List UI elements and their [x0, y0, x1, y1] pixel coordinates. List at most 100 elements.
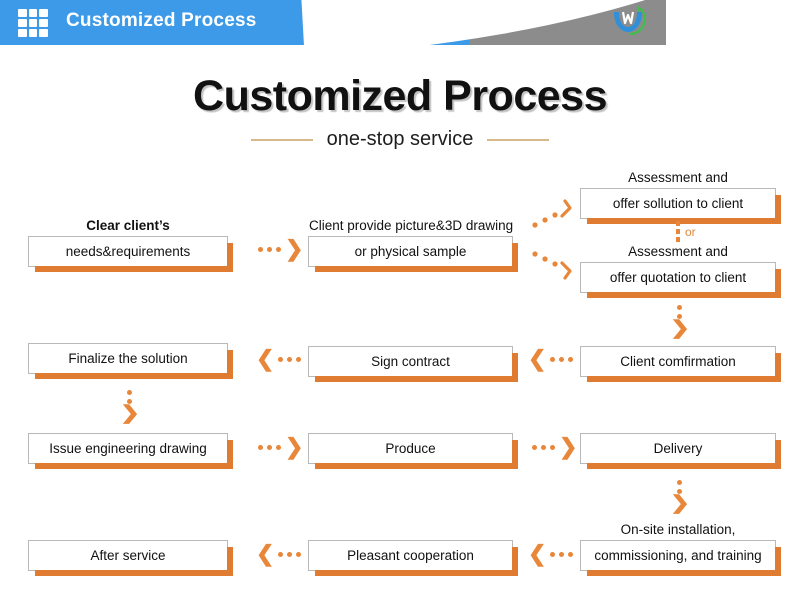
flow-node-sign-contract[interactable]: Sign contract [308, 346, 518, 382]
arrow-head-down-icon: ❯ [670, 493, 690, 514]
arrow-head-left-icon: ❮ [528, 541, 547, 566]
arrow-head-left-icon: ❮ [528, 346, 547, 371]
arrow-dot [127, 399, 133, 404]
arrow-dot [550, 444, 555, 450]
node-label: Sign contract [371, 354, 450, 369]
arrow-confirmation-to-sign: ❮ [528, 346, 574, 371]
arrow-dot [677, 305, 683, 310]
flow-node-finalize[interactable]: Finalize the solution [28, 343, 233, 379]
node-label: offer quotation to client [609, 270, 747, 285]
grid-cell [39, 29, 48, 37]
flow-node-delivery[interactable]: Delivery [580, 433, 781, 469]
arrow-onsite-to-pleasant: ❮ [528, 541, 574, 566]
flow-node-produce[interactable]: Produce [308, 433, 518, 469]
arrow-dot [267, 444, 272, 450]
or-label: or [685, 224, 696, 239]
arrow-head-right-icon: ❯ [285, 236, 304, 261]
arrow-produce-to-delivery: ❯ [532, 434, 578, 459]
flow-node-engineering-drawing[interactable]: Issue engineering drawing [28, 433, 233, 469]
flow-node-picture[interactable]: Client provide picture&3D drawing or phy… [308, 218, 518, 272]
node-label: After service [90, 548, 166, 563]
flow-node-quotation[interactable]: Assessment and offer quotation to client [580, 244, 781, 298]
subtitle-row: one-stop service [0, 128, 800, 151]
arrow-sign-to-finalize: ❮ [256, 346, 302, 371]
or-divider: or [676, 221, 696, 242]
node-box: Clear client’s needs&requirements [28, 218, 233, 272]
arrow-dot [296, 551, 302, 557]
arrow-dot [568, 551, 574, 557]
node-label: Delivery [653, 441, 703, 456]
node-label: commissioning, and training [594, 548, 762, 563]
arrow-picture-to-solution [531, 198, 579, 232]
arrow-head-left-icon: ❮ [256, 346, 275, 371]
or-dot [676, 237, 680, 242]
flow-node-pleasant-cooperation[interactable]: Pleasant cooperation [308, 540, 518, 576]
grid-cell [28, 19, 38, 27]
flow-node-after-service[interactable]: After service [28, 540, 233, 576]
subtitle-rule-right [487, 138, 550, 141]
grid-cell [28, 29, 38, 37]
grid-cell [18, 9, 27, 17]
or-dotted-line [676, 221, 680, 242]
arrow-dot [559, 356, 565, 362]
page-title: Customized Process [193, 72, 607, 120]
header-title: Customized Process [66, 10, 257, 31]
node-label: Produce [385, 441, 436, 456]
or-dot [676, 221, 680, 226]
arrow-dot [258, 246, 263, 252]
arrow-dot [296, 356, 302, 362]
arrow-dot [677, 480, 683, 485]
node-label: needs&requirements [65, 244, 191, 259]
node-label: Finalize the solution [68, 351, 188, 366]
arrow-dot [267, 246, 272, 252]
arrow-delivery-to-onsite: ❯ [670, 480, 690, 514]
arrow-head-right-icon: ❯ [285, 434, 304, 459]
arrow-picture-to-quotation [531, 248, 579, 282]
flow-node-solution[interactable]: Assessment and offer sollution to client [580, 170, 781, 224]
grid-cell [28, 9, 38, 17]
node-label-over: Assessment and [628, 244, 728, 259]
node-box: Produce [308, 433, 518, 469]
arrow-dot [276, 444, 281, 450]
arrow-finalize-to-drawing: ❯ [120, 390, 140, 423]
arrow-dot [559, 551, 565, 557]
subtitle-rule-left [250, 138, 313, 141]
or-dot [676, 229, 680, 234]
node-box: Client provide picture&3D drawing or phy… [308, 218, 518, 272]
node-label: Issue engineering drawing [49, 441, 207, 456]
node-box: Assessment and offer sollution to client [580, 170, 781, 224]
flow-node-needs[interactable]: Clear client’s needs&requirements [28, 218, 233, 272]
flow-node-confirmation[interactable]: Client comfirmation [580, 346, 781, 382]
node-label: offer sollution to client [612, 196, 744, 211]
arrow-dot [127, 390, 133, 395]
arrow-quotation-to-confirmation: ❯ [670, 305, 690, 338]
grid-cell [18, 29, 27, 37]
arrow-dot [677, 314, 683, 319]
grid-cell [39, 19, 48, 27]
arrow-head-right-icon: ❯ [559, 434, 578, 459]
node-box: Pleasant cooperation [308, 540, 518, 576]
node-label: Pleasant cooperation [347, 548, 474, 563]
node-box: Assessment and offer quotation to client [580, 244, 781, 298]
grid-cell [39, 9, 48, 17]
arrow-dot [258, 444, 263, 450]
node-box: Issue engineering drawing [28, 433, 233, 469]
arrow-pleasant-to-after-service: ❮ [256, 543, 302, 565]
arrow-dot [278, 551, 284, 557]
node-label: or physical sample [354, 244, 467, 259]
node-label-over: On-site installation, [620, 522, 736, 537]
grid-menu-icon[interactable] [18, 9, 48, 37]
arrow-dot [276, 246, 281, 252]
arrow-dot [550, 356, 556, 362]
node-label: Client comfirmation [620, 354, 736, 369]
node-label-over: Client provide picture&3D drawing [309, 218, 514, 233]
node-box: Client comfirmation [580, 346, 781, 382]
arrow-drawing-to-produce: ❯ [258, 434, 304, 459]
page-subtitle: one-stop service [326, 128, 474, 150]
arrow-dot [287, 356, 293, 362]
flow-node-onsite[interactable]: On-site installation, commissioning, and… [580, 522, 781, 576]
header-bar: Customized Process [0, 0, 666, 45]
arrow-dot [677, 489, 683, 494]
node-box: On-site installation, commissioning, and… [580, 522, 781, 576]
arrow-dot [541, 444, 546, 450]
